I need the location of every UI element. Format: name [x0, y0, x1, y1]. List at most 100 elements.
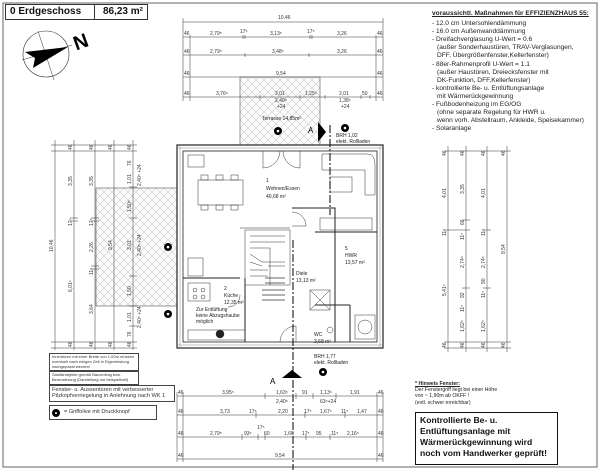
rollladen-top: elekt. Rollladen — [336, 139, 370, 145]
notes-line: DFF, Übergrößenfenster,Kellerfenster) — [437, 52, 549, 60]
notes-line: - 88er-Rahmenprofil U-Wert = 1.1 — [432, 60, 530, 68]
dim-label: 17⁵ — [304, 409, 312, 415]
dim-label: 46 — [378, 409, 384, 415]
ventilation-check-note: Kontrollierte Be- u. Entlüftungsanlage m… — [415, 412, 558, 465]
dim-label: 60 — [264, 431, 270, 437]
dim-label: 2,01 — [339, 91, 349, 97]
dim-label: 3,73 — [220, 409, 230, 415]
room-number: 2 — [224, 286, 227, 292]
dim-label: 9,54 — [275, 453, 285, 459]
floor-header: 0 Erdgeschoss 86,23 m² — [5, 4, 148, 20]
notes-line: - Fußbodenheizung im EG/OG — [432, 101, 522, 109]
dim-label: +24 — [277, 104, 286, 110]
dim-label: 46 — [442, 150, 448, 156]
griffolive-markers — [164, 124, 349, 376]
dim-label: 46 — [481, 150, 487, 156]
section-label-top: A — [308, 126, 314, 135]
dim-label: 46 — [178, 453, 184, 459]
north-label: N — [70, 30, 91, 56]
notes-line: DK-Funktion, DFF,Kellerfenster) — [437, 76, 531, 84]
room-area: 13,57 m² — [345, 260, 365, 266]
section-line: A A — [270, 122, 331, 470]
dim-label: 2,74⁵ — [481, 256, 487, 268]
dim-label: 17⁵ — [302, 431, 310, 437]
room-number: 5 — [345, 246, 348, 252]
dim-label: 46 — [377, 91, 383, 97]
dim-label: 2,20 — [278, 409, 288, 415]
dim-label: 17⁵ — [307, 29, 315, 35]
dim-label: 2,01 — [275, 91, 285, 97]
room-name: Terrasse 14,85m² — [262, 116, 301, 122]
dim-label: 10,46 — [49, 239, 55, 252]
dim-label: 46 — [178, 431, 184, 437]
dim-label: 76 — [127, 160, 133, 166]
dim-label: 46 — [108, 341, 114, 347]
dim-label: 9,54 — [108, 240, 114, 250]
dim-label: 2,40⁵ +24 — [137, 306, 143, 328]
dim-label: 66 — [460, 219, 466, 225]
dim-label: 2,79⁵ — [210, 431, 222, 437]
dim-label: 1,62⁵ — [460, 320, 466, 332]
note-innentueren: Innentüren mit einer Breite von 1,00m mü… — [49, 353, 139, 372]
griffolive-icon — [52, 408, 60, 417]
dim-label: 3,35 — [68, 176, 74, 186]
notes-line: (außer Sonderhaustüren, TRAV-Verglasunge… — [437, 44, 574, 52]
floor-area: 86,23 m² — [102, 6, 143, 17]
notes-line: (ohne separate Regelung für HWR u. — [437, 109, 546, 117]
room-number: 1 — [266, 178, 269, 184]
dim-label: 2,16⁵ — [347, 431, 359, 437]
dim-label: 50 — [362, 91, 368, 97]
room-area: 3,68 m² — [314, 339, 331, 345]
dim-label: 46 — [178, 390, 184, 396]
dim-label: 46 — [184, 71, 190, 77]
dimensions-top — [182, 18, 384, 101]
dim-label: 46 — [378, 453, 384, 459]
room-name: Küche — [224, 293, 238, 299]
room-name: HWR — [345, 253, 357, 259]
dim-label: 4,01 — [442, 188, 448, 198]
dim-label: 3,01 — [127, 240, 133, 250]
dim-label: 92 — [460, 292, 466, 298]
note-sanitaer: Sanitärobjekte gemäß Bauvertrag bzw. Bem… — [49, 371, 139, 385]
dim-label: 17⁵ — [240, 29, 248, 35]
hint-line: Der Fenstergriff liegt bei einer Höhe — [415, 387, 498, 394]
dim-label: 10,46 — [278, 15, 291, 21]
dim-label: 3,26 — [337, 31, 347, 37]
dim-label: 17⁵ — [89, 218, 95, 226]
dim-label: 46 — [184, 31, 190, 37]
dim-label: 93⁵ — [244, 431, 252, 437]
window-hint: * Hinweis Fenster: Der Fenstergriff lieg… — [415, 381, 497, 406]
dim-label: 95 — [316, 431, 322, 437]
notes-line: mit Wärmerückgewinnung — [437, 92, 514, 100]
hwr-equipment — [354, 314, 376, 340]
sideboard — [319, 217, 373, 231]
dim-label: 1,50 — [127, 286, 133, 296]
notes-line: wenn vorh. Abstellraum, Ankleide, Speise… — [437, 117, 584, 125]
dim-label: 46 — [184, 91, 190, 97]
dim-label: 3,76⁵ — [216, 91, 228, 97]
dim-label: 1,91 — [350, 390, 360, 396]
furniture — [187, 153, 376, 341]
dim-label: 11⁵ — [341, 409, 348, 415]
dim-label: 11⁵ — [460, 233, 466, 240]
notes-line: - kontrollierte Be- u. Entlüftungsanlage — [432, 84, 545, 92]
dim-label: 9,54 — [501, 244, 507, 254]
dim-label: 46 — [127, 144, 133, 150]
brh-top: BRH 1,02 — [336, 133, 358, 139]
hint-line: (evtl. schwer erreichbar) — [415, 399, 471, 406]
dining-table — [197, 179, 244, 206]
shower — [309, 289, 331, 311]
doors — [227, 150, 307, 343]
dim-label: 1,47 — [357, 409, 367, 415]
dim-label: 6,01⁵ — [68, 280, 74, 292]
dim-label: 46 — [460, 150, 466, 156]
dim-label: 46 — [89, 341, 95, 347]
dim-label: 90 — [481, 278, 487, 284]
terrace-left — [95, 187, 178, 307]
dim-label: 46 — [481, 342, 487, 348]
dim-label: 46 — [377, 71, 383, 77]
house-walls — [176, 144, 384, 349]
dim-label: 2,26 — [89, 242, 95, 252]
